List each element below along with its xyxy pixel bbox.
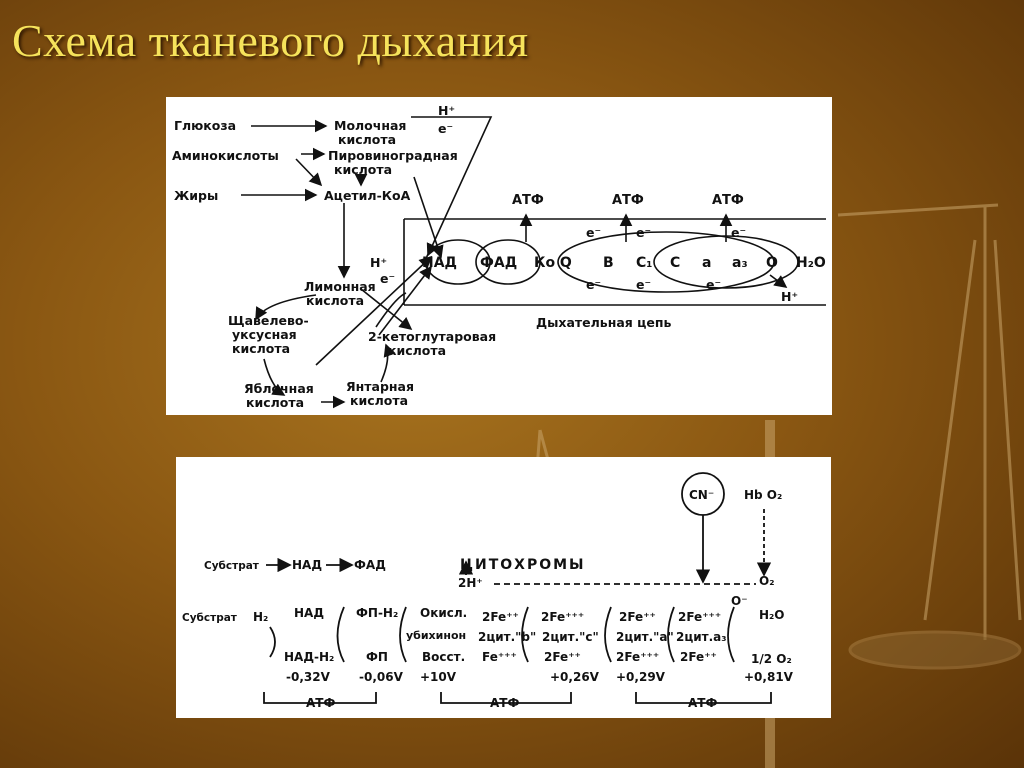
label-e-minus: e⁻ xyxy=(706,277,721,292)
label-fe3-a: 2Fe⁺⁺⁺ xyxy=(616,650,659,664)
potential-3: +10V xyxy=(420,670,457,684)
label-ketoglutaric-1: 2-кетоглутаровая xyxy=(368,329,496,344)
label-pyruvic-1: Пировиноградная xyxy=(328,148,458,163)
chain-c1: C₁ xyxy=(636,255,652,271)
label-h2: H₂ xyxy=(253,610,268,624)
potential-2: -0,06V xyxy=(359,670,404,684)
label-hbo2: Hb O₂ xyxy=(744,488,782,502)
label-substrate-2: Субстрат xyxy=(182,612,238,624)
label-2h-plus: 2H⁺ xyxy=(458,576,483,590)
label-cyt-c: 2цит."c" xyxy=(542,630,599,644)
label-oxidized: Окисл. xyxy=(420,606,467,620)
label-fe3-a3: 2Fe⁺⁺⁺ xyxy=(678,610,721,624)
label-succinic-1: Янтарная xyxy=(346,379,414,394)
label-oxaloacetic-2: уксусная xyxy=(232,327,297,342)
label-nad-h2: НАД-H₂ xyxy=(284,650,334,664)
label-e-minus: e⁻ xyxy=(586,225,601,240)
label-nad: НАД xyxy=(294,606,324,620)
label-fe2-a3: 2Fe⁺⁺ xyxy=(680,650,717,664)
label-fp: ФП xyxy=(366,650,388,664)
chain-a3: a₃ xyxy=(732,255,748,271)
potential-5: +0,29V xyxy=(616,670,666,684)
label-lactic-1: Молочная xyxy=(334,118,406,133)
label-fats: Жиры xyxy=(174,188,218,203)
metabolic-pathways-diagram: Глюкоза Молочная кислота Аминокислоты Пи… xyxy=(166,97,832,415)
label-respiratory-chain: Дыхательная цепь xyxy=(536,315,672,330)
label-fe3-b: Fe⁺⁺⁺ xyxy=(482,650,517,664)
label-o-minus: O⁻ xyxy=(731,594,748,608)
label-ketoglutaric-2: кислота xyxy=(388,343,446,358)
label-half-o2: 1/2 O₂ xyxy=(751,652,792,666)
label-e-minus: e⁻ xyxy=(636,225,651,240)
label-citric-2: кислота xyxy=(306,293,364,308)
label-h-plus: H⁺ xyxy=(370,255,387,270)
label-atp-3: АТФ xyxy=(688,696,717,710)
label-h-plus: H⁺ xyxy=(438,103,455,118)
label-fe2-a: 2Fe⁺⁺ xyxy=(619,610,656,624)
label-fe3-c: 2Fe⁺⁺⁺ xyxy=(541,610,584,624)
chain-nad: НАД xyxy=(422,255,457,271)
label-malic-2: кислота xyxy=(246,395,304,410)
label-atp-3: АТФ xyxy=(712,193,744,208)
label-ubiquinone: убихинон xyxy=(406,629,466,642)
label-succinic-2: кислота xyxy=(350,393,408,408)
label-fe2-b: 2Fe⁺⁺ xyxy=(482,610,519,624)
chain-coq: Ко Q xyxy=(534,255,572,271)
label-fad-top: ФАД xyxy=(354,558,386,572)
label-fp-h2: ФП-H₂ xyxy=(356,606,398,620)
chain-b: B xyxy=(603,255,614,271)
label-atp-1: АТФ xyxy=(512,193,544,208)
label-amino-acids: Аминокислоты xyxy=(172,148,279,163)
label-e-minus: e⁻ xyxy=(636,277,651,292)
label-fe2-c: 2Fe⁺⁺ xyxy=(544,650,581,664)
label-substrate-1: Субстрат xyxy=(204,560,260,572)
potential-1: -0,32V xyxy=(286,670,331,684)
potential-4: +0,26V xyxy=(550,670,600,684)
label-atp-2: АТФ xyxy=(612,193,644,208)
chain-h2o: H₂O xyxy=(796,255,826,271)
label-glucose: Глюкоза xyxy=(174,118,236,133)
chain-fad: ФАД xyxy=(480,255,517,271)
label-h-plus: H⁺ xyxy=(781,289,798,304)
label-malic-1: Яблочная xyxy=(244,381,314,396)
label-cyt-a3: 2цит.a₃ xyxy=(676,630,727,644)
label-o2: O₂ xyxy=(759,574,774,588)
label-e-minus: e⁻ xyxy=(438,121,453,136)
chain-c: C xyxy=(670,255,680,271)
label-atp-2: АТФ xyxy=(490,696,519,710)
label-oxaloacetic-1: Щавелево- xyxy=(228,313,309,328)
label-pyruvic-2: кислота xyxy=(334,162,392,177)
chain-a: a xyxy=(702,255,711,271)
chain-o: O xyxy=(766,255,778,271)
label-e-minus: e⁻ xyxy=(380,271,395,286)
label-h2o: H₂O xyxy=(759,608,785,622)
potential-6: +0,81V xyxy=(744,670,794,684)
label-citric-1: Лимонная xyxy=(304,279,376,294)
label-acetyl-coa: Ацетил-КоА xyxy=(324,188,411,203)
label-cytochromes: ЦИТОХРОМЫ xyxy=(460,557,586,573)
label-e-minus: e⁻ xyxy=(731,225,746,240)
electron-transport-diagram: CN⁻ Hb O₂ O₂ O⁻ Субстрат НАД ФАД ЦИТОХРО… xyxy=(176,457,831,718)
label-cyt-b: 2цит."b" xyxy=(478,630,536,644)
label-atp-1: АТФ xyxy=(306,696,335,710)
label-cyt-a: 2цит."a" xyxy=(616,630,674,644)
label-cyanide: CN⁻ xyxy=(689,488,714,502)
label-nad-top: НАД xyxy=(292,558,322,572)
label-lactic-2: кислота xyxy=(338,132,396,147)
label-reduced: Восст. xyxy=(422,650,465,664)
label-oxaloacetic-3: кислота xyxy=(232,341,290,356)
slide-title: Схема тканевого дыхания xyxy=(12,15,529,66)
label-e-minus: e⁻ xyxy=(586,277,601,292)
